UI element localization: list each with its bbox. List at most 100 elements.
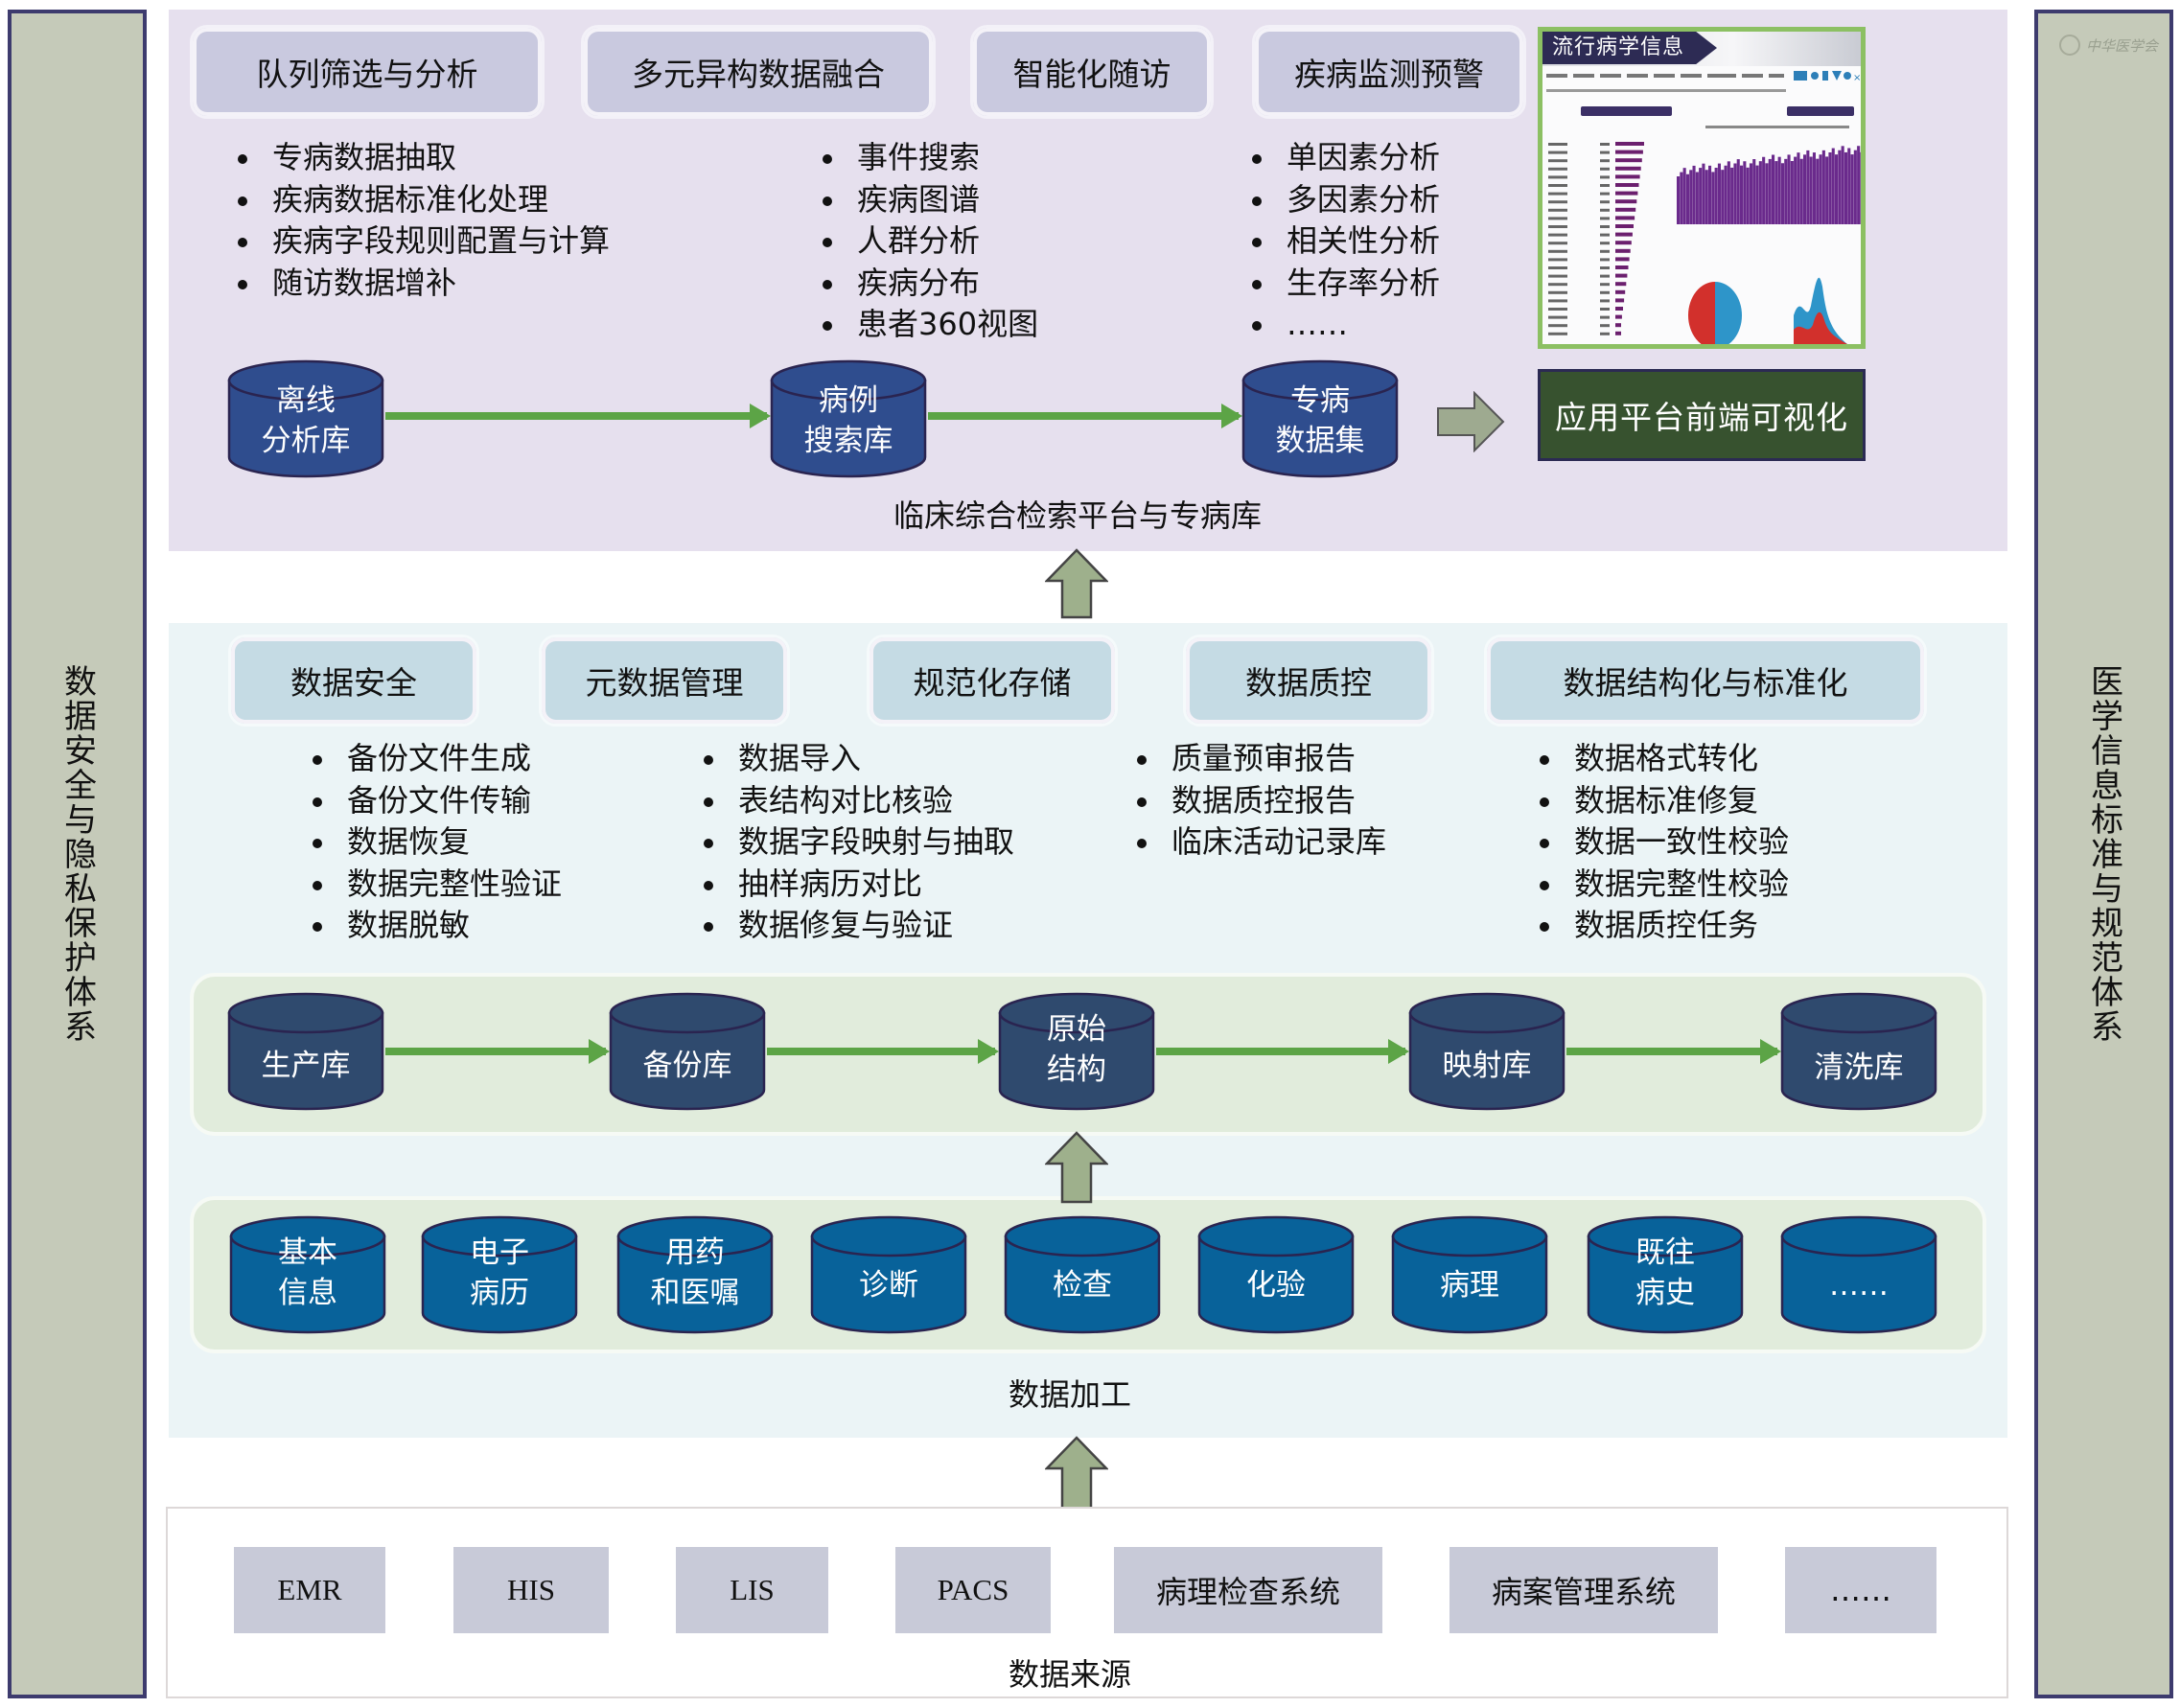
database-cylinder-icon (609, 992, 766, 1111)
cleansed-db: 清洗库 (1779, 992, 1938, 1111)
database-cylinder-icon (770, 359, 927, 478)
flow-arrow (1156, 1039, 1409, 1064)
data-source-label: 数据来源 (1009, 1656, 1132, 1693)
list-item: 数据质控任务 (1536, 905, 1789, 947)
database-cylinder-icon (229, 1215, 386, 1334)
raw-structure-db: 原始 结构 (997, 992, 1156, 1111)
list-item: 事件搜索 (819, 137, 1038, 179)
disease-dataset-db: 专病 数据集 (1241, 359, 1400, 478)
svg-text:×: × (1853, 73, 1861, 83)
source-medical-records-system: 病案管理系统 (1449, 1547, 1718, 1633)
list-item: 数据字段映射与抽取 (700, 821, 1014, 864)
list-item: 表结构对比核验 (700, 780, 1014, 822)
database-cylinder-icon (810, 1215, 967, 1334)
list-item: 备份文件传输 (309, 780, 562, 822)
database-cylinder-icon (1780, 992, 1937, 1111)
security-privacy-label: 数据安全与隐私保护体系 (58, 664, 97, 1044)
quality-bullet-list: 质量预审报告 数据质控报告 临床活动记录库 (1133, 738, 1386, 864)
source-db-cylinder: 检查 (1003, 1215, 1162, 1334)
list-item: 数据恢复 (309, 821, 562, 864)
source-db-cylinder: 化验 (1196, 1215, 1356, 1334)
clinical-platform-panel: 队列筛选与分析 多元异构数据融合 智能化随访 疾病监测预警 专病数据抽取 疾病数… (169, 10, 2007, 551)
dashboard-charts (1546, 89, 1861, 344)
list-item: 患者360视图 (819, 304, 1038, 346)
backup-db: 备份库 (608, 992, 767, 1111)
list-item: 数据一致性校验 (1536, 821, 1789, 864)
source-pacs: PACS (895, 1547, 1051, 1633)
list-item: 备份文件生成 (309, 738, 562, 780)
database-cylinder-icon (616, 1215, 774, 1334)
database-cylinder-icon (1391, 1215, 1548, 1334)
capability-data-security: 数据安全 (228, 635, 479, 727)
security-bullet-list: 备份文件生成 备份文件传输 数据恢复 数据完整性验证 数据脱敏 (309, 738, 562, 947)
list-item: 相关性分析 (1248, 220, 1440, 263)
watermark: 中华医学会 (2058, 35, 2158, 56)
storage-bullet-list: 数据导入 表结构对比核验 数据字段映射与抽取 抽样病历对比 数据修复与验证 (700, 738, 1014, 947)
list-item: 专病数据抽取 (234, 137, 610, 179)
capability-cohort-analysis: 队列筛选与分析 (190, 25, 545, 119)
list-item: 疾病字段规则配置与计算 (234, 220, 610, 263)
database-cylinder-icon (1587, 1215, 1744, 1334)
list-item: 数据完整性校验 (1536, 864, 1789, 906)
list-item: 单因素分析 (1248, 137, 1440, 179)
source-db-cylinder: 电子病历 (420, 1215, 579, 1334)
list-item: 临床活动记录库 (1133, 821, 1386, 864)
cohort-bullet-list: 专病数据抽取 疾病数据标准化处理 疾病字段规则配置与计算 随访数据增补 (234, 137, 610, 304)
capability-structuring-standardization: 数据结构化与标准化 (1484, 635, 1927, 727)
source-db-cylinder: …… (1779, 1215, 1938, 1334)
database-cylinder-icon (1197, 1215, 1355, 1334)
source-emr: EMR (234, 1547, 385, 1633)
flow-arrow (385, 404, 771, 428)
list-item: 疾病分布 (819, 263, 1038, 305)
database-cylinder-icon (227, 359, 384, 478)
list-item: 疾病图谱 (819, 179, 1038, 221)
dashboard-title: 流行病学信息 (1542, 32, 1718, 64)
standards-sidebar: 中华医学会 医学信息标准与规范体系 (2034, 10, 2173, 1698)
up-arrow-icon (1045, 1131, 1108, 1204)
flow-arrow (1566, 1039, 1781, 1064)
monitoring-bullet-list: 单因素分析 多因素分析 相关性分析 生存率分析 …… (1248, 137, 1440, 346)
data-processing-panel: 数据安全 元数据管理 规范化存储 数据质控 数据结构化与标准化 备份文件生成 备… (169, 623, 2007, 1438)
flow-arrow (767, 1039, 999, 1064)
capability-data-quality: 数据质控 (1183, 635, 1434, 727)
list-item: 数据脱敏 (309, 905, 562, 947)
database-cylinder-icon (227, 992, 384, 1111)
standards-label: 医学信息标准与规范体系 (2084, 664, 2123, 1044)
flow-arrow (385, 1039, 610, 1064)
source-his: HIS (453, 1547, 609, 1633)
offline-analysis-db: 离线 分析库 (226, 359, 385, 478)
source-db-cylinder: 基本信息 (228, 1215, 387, 1334)
frontend-visualization-button[interactable]: 应用平台前端可视化 (1538, 369, 1866, 461)
pie-slice (1715, 282, 1742, 344)
list-item: 数据标准修复 (1536, 780, 1789, 822)
list-item: 数据修复与验证 (700, 905, 1014, 947)
list-item: 多因素分析 (1248, 179, 1440, 221)
list-item: 抽样病历对比 (700, 864, 1014, 906)
capability-disease-monitoring: 疾病监测预警 (1252, 25, 1526, 119)
database-cylinder-icon (1780, 1215, 1937, 1334)
source-db-cylinder: 诊断 (809, 1215, 968, 1334)
mapping-db: 映射库 (1407, 992, 1566, 1111)
security-privacy-sidebar: 数据安全与隐私保护体系 (8, 10, 147, 1698)
source-db-cylinder: 既往病史 (1586, 1215, 1745, 1334)
source-lis: LIS (676, 1547, 828, 1633)
fusion-bullet-list: 事件搜索 疾病图谱 人群分析 疾病分布 患者360视图 (819, 137, 1038, 346)
capability-normalized-storage: 规范化存储 (867, 635, 1118, 727)
list-item: 数据导入 (700, 738, 1014, 780)
list-item: 数据完整性验证 (309, 864, 562, 906)
up-arrow-icon (1045, 548, 1108, 619)
watermark-text: 中华医学会 (2085, 36, 2158, 55)
list-item: 生存率分析 (1248, 263, 1440, 305)
data-processing-label: 数据加工 (1009, 1376, 1132, 1413)
society-seal-icon (2058, 35, 2080, 56)
pie-slice (1688, 282, 1715, 344)
list-item: 人群分析 (819, 220, 1038, 263)
list-item: 疾病数据标准化处理 (234, 179, 610, 221)
epidemiology-dashboard-preview: 流行病学信息 × (1538, 27, 1866, 349)
list-item: …… (1248, 304, 1440, 346)
source-more: …… (1785, 1547, 1936, 1633)
list-item: 质量预审报告 (1133, 738, 1386, 780)
source-db-cylinder: 用药和医嘱 (615, 1215, 775, 1334)
database-cylinder-icon (1004, 1215, 1161, 1334)
clinical-platform-label: 临床综合检索平台与专病库 (893, 497, 1263, 534)
